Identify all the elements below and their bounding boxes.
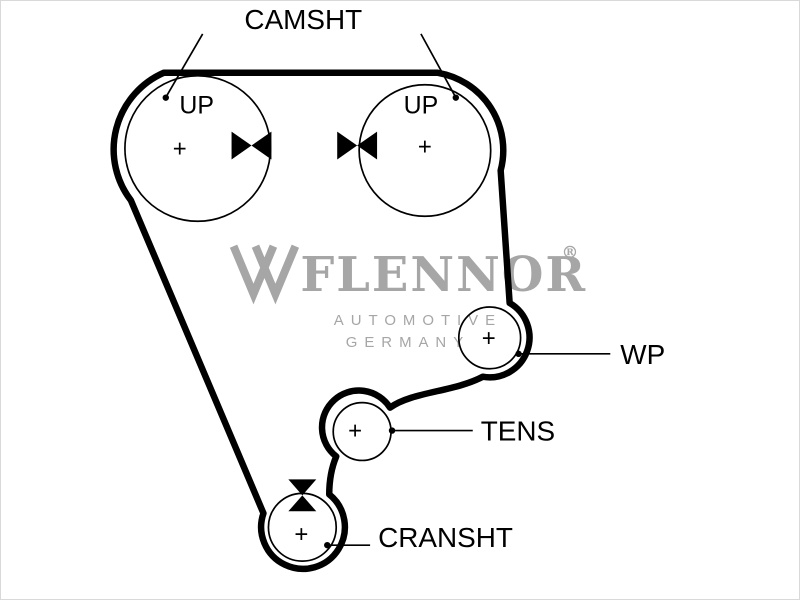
label-crankshaft: CRANSHT [378,522,513,553]
center-cross-tensioner: + [348,418,362,445]
center-cross-cam-left: + [173,135,187,162]
leader-line-camshaft-left [166,33,204,97]
watermark-subtitle-germany: GERMANY [346,334,470,351]
center-cross-crankshaft: + [294,521,308,548]
watermark-logo-mark [229,244,278,305]
leader-line-camshaft-right [420,33,456,97]
leader-dot [162,94,169,101]
leader-dot [324,541,331,549]
center-cross-water-pump: + [482,325,496,352]
alignment-arrow-icon [231,131,272,160]
timing-belt-path [110,69,533,573]
alignment-arrow-icon [337,131,378,160]
label-up-right: UP [404,92,439,120]
camshaft-pulley-right [358,83,492,218]
watermark-brand-text: FLENNOR [300,247,587,303]
water-pump-pulley [457,306,522,370]
label-up-left: UP [179,92,214,120]
leader-dot [388,427,396,434]
leader-dot [515,350,522,358]
registered-trademark-symbol: ® [561,242,578,262]
watermark-logo-mark [251,244,300,305]
watermark-subtitle-automotive: AUTOMOTIVE [334,312,502,329]
label-tensioner: TENS [481,416,555,447]
label-water-pump: WP [620,339,665,370]
center-cross-cam-right: + [418,133,432,160]
watermark: FLENNOR ® AUTOMOTIVE GERMANY [229,242,587,351]
label-camshaft: CAMSHT [244,4,362,35]
leader-dot [452,94,460,101]
